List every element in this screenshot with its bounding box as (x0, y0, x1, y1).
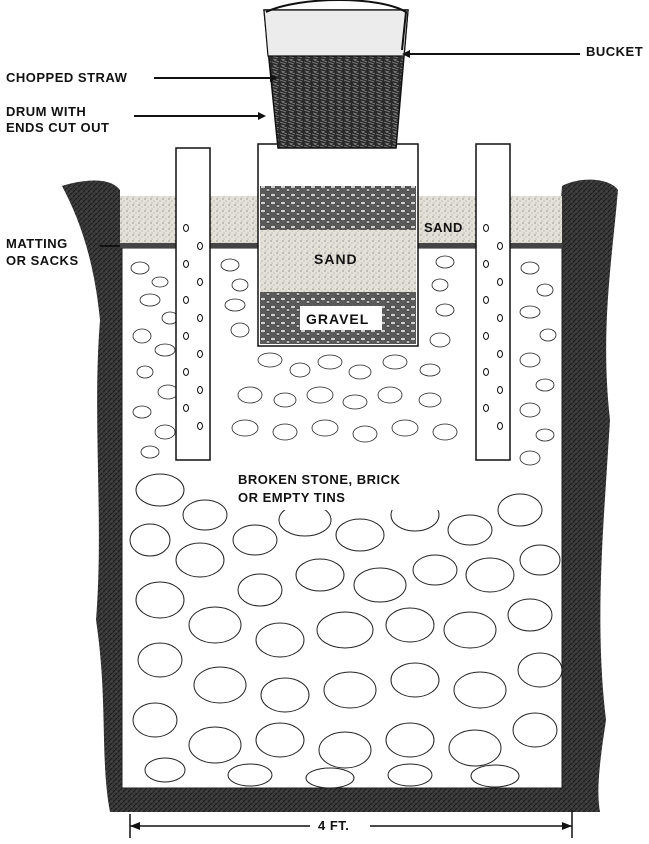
dim-arrow-left (130, 822, 140, 830)
label-drum-line2: ENDS CUT OUT (6, 120, 110, 136)
label-matting-line1: MATTING (6, 236, 68, 252)
label-width: 4 FT. (318, 818, 349, 834)
label-matting-line2: OR SACKS (6, 253, 79, 269)
label-chopped-straw: CHOPPED STRAW (6, 70, 127, 86)
vent-pipe-right (476, 144, 510, 460)
label-gravel: GRAVEL (306, 311, 369, 327)
label-bucket: BUCKET (586, 44, 643, 60)
dimension-line (130, 810, 572, 838)
label-stone-line2: OR EMPTY TINS (238, 490, 345, 506)
label-stone-line1: BROKEN STONE, BRICK (238, 472, 400, 488)
drum-gravel-top (260, 186, 416, 230)
label-sand-top: SAND (424, 220, 463, 236)
label-sand-drum: SAND (314, 251, 358, 267)
bucket (264, 0, 408, 148)
dim-arrow-right (562, 822, 572, 830)
label-drum-line1: DRUM WITH (6, 104, 86, 120)
arrow-drum (258, 112, 266, 120)
vent-pipe-left (176, 148, 210, 460)
